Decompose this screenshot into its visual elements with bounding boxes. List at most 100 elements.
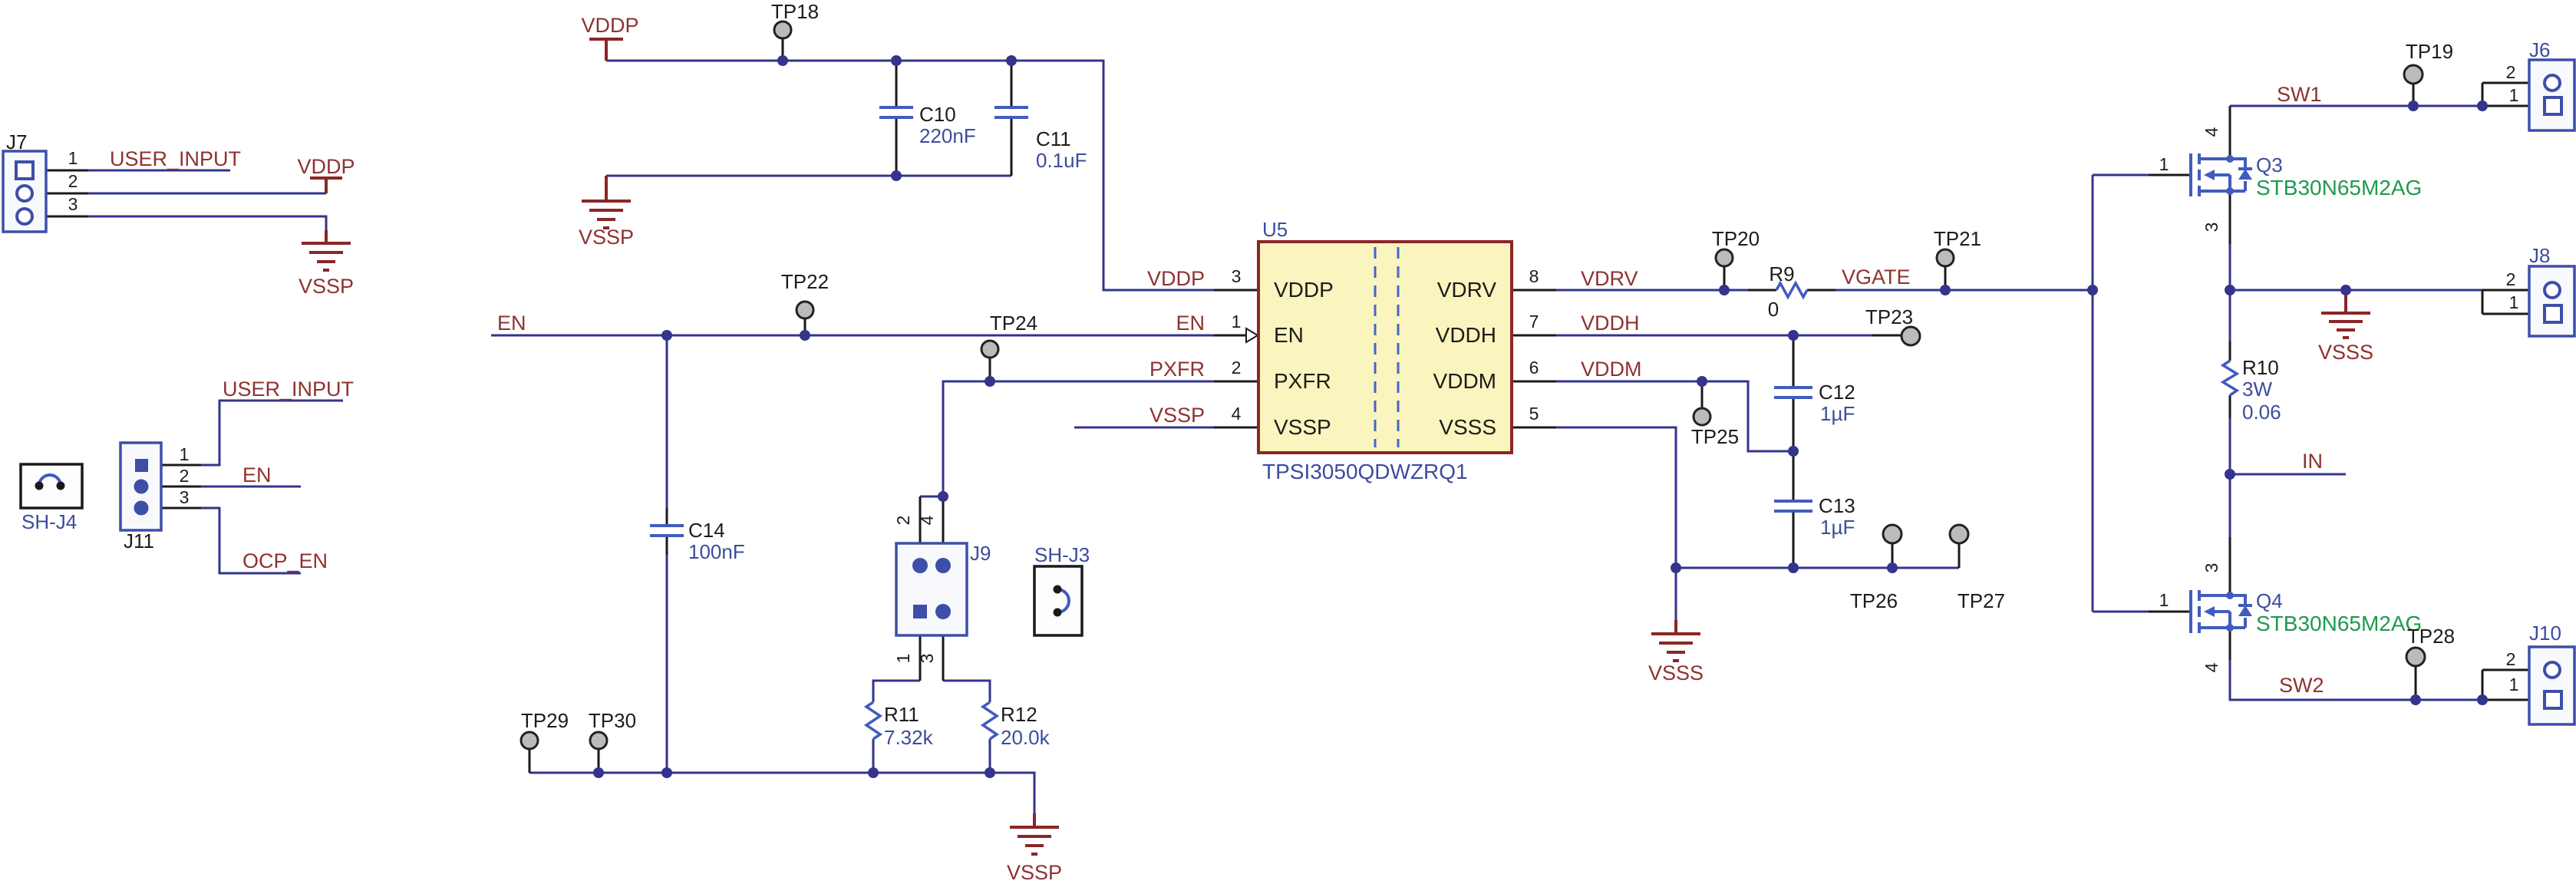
r9-value-label: 0 — [1768, 298, 1779, 321]
power-ground-symbols — [302, 38, 2370, 856]
j6-ref-label: J6 — [2529, 38, 2550, 61]
c14-ref-label: C14 — [688, 519, 725, 542]
c10-c11-leads — [895, 61, 1013, 176]
q4-pin-stubs — [2149, 537, 2231, 660]
j8-ref-label: J8 — [2529, 244, 2550, 267]
q4-gate-pin-number: 1 — [2159, 590, 2169, 610]
q4-part-label: STB30N65M2AG — [2256, 612, 2422, 635]
u5-right-pin-stubs — [1512, 289, 1556, 429]
tp20-label: TP20 — [1712, 227, 1760, 250]
r11-ref-label: R11 — [884, 703, 919, 726]
tp28-label: TP28 — [2407, 625, 2455, 648]
u5-left-pin-stubs — [1214, 289, 1258, 429]
j8-pin1-square-pad — [2543, 304, 2563, 324]
tp26-testpoint-icon — [1882, 523, 1903, 545]
tp29-testpoint-icon — [519, 731, 539, 750]
sh-j3-pin-dot — [1053, 608, 1062, 617]
capacitor-icon-c10 — [879, 106, 913, 119]
j8-pin2-number: 2 — [2506, 269, 2516, 289]
mosfet-icon-q4 — [2189, 590, 2252, 633]
resistor-icon-r11 — [863, 701, 883, 741]
u5-pin-name: PXFR — [1274, 369, 1331, 393]
u5-ref-label: U5 — [1262, 218, 1288, 241]
tp25-label: TP25 — [1691, 425, 1739, 448]
u5-pin-name: VDDH — [1436, 323, 1496, 347]
c12-ref-label: C12 — [1819, 381, 1855, 404]
u5-pin-name: VDDP — [1274, 278, 1334, 302]
sh-j3-shunt-body — [1033, 565, 1084, 637]
u5-part-label: TPSI3050QDWZRQ1 — [1262, 460, 1468, 483]
j11-pin2-number: 2 — [180, 466, 190, 486]
net-label-pxfr: PXFR — [1149, 358, 1205, 381]
u5-pin-number: 2 — [1232, 358, 1242, 378]
wire-r12-branch — [943, 679, 991, 773]
resistor-icon-r9 — [1775, 280, 1809, 300]
sh-j3-ref-label: SH-J3 — [1034, 543, 1090, 566]
connectors — [2, 58, 2576, 726]
net-label-vdrv: VDRV — [1581, 267, 1638, 290]
testpoint-stubs-left — [528, 38, 991, 773]
j7-pin1-number: 1 — [68, 148, 78, 168]
tp19-label: TP19 — [2406, 40, 2453, 63]
net-label-en: EN — [1176, 312, 1205, 335]
capacitor-icon-c13 — [1774, 500, 1812, 513]
tp25-testpoint-icon — [1692, 407, 1712, 427]
j10-pin1-number: 1 — [2509, 675, 2519, 694]
q4-source-pin-number: 4 — [2202, 662, 2221, 672]
wire-bottom-rail — [529, 771, 1036, 813]
wire-vddm — [1556, 380, 1793, 453]
tp23-testpoint-icon — [1900, 325, 1921, 347]
j8-connector-body — [2528, 265, 2576, 338]
tp19-testpoint-icon — [2403, 64, 2424, 85]
wire-pxfr — [942, 380, 1214, 496]
ground-icon-vssp-bottom — [1010, 813, 1059, 856]
j9-pin3-round-pad — [935, 604, 951, 619]
j9-connector-body — [895, 542, 968, 637]
j9-ref-label: J9 — [970, 542, 991, 565]
j9-pin3-number: 3 — [917, 654, 937, 664]
u5-pin-number: 3 — [1232, 266, 1242, 286]
j11-pin3-round-pad — [134, 500, 149, 516]
u5-pin-number: 1 — [1232, 312, 1242, 332]
tp23-label: TP23 — [1865, 305, 1913, 328]
q3-gate-pin-number: 1 — [2159, 154, 2169, 174]
j8-pin1-number: 1 — [2509, 292, 2519, 312]
ground-icon-vsss-right — [2321, 290, 2370, 339]
tp29-label: TP29 — [521, 709, 569, 732]
sh-j4-ref-label: SH-J4 — [21, 510, 77, 533]
j11-pin1-square-pad — [135, 459, 148, 472]
q3-ref-label: Q3 — [2256, 153, 2283, 176]
j11-pin3-number: 3 — [180, 487, 190, 507]
u5-pin-name: EN — [1274, 323, 1304, 347]
r11-value-label: 7.32k — [884, 726, 934, 749]
j10-ref-label: J10 — [2529, 622, 2561, 645]
tp18-testpoint-icon — [773, 20, 793, 40]
q3-drain-pin-number: 4 — [2202, 127, 2221, 137]
isolation-barrier-icon — [1374, 247, 1400, 447]
j11-pin2-round-pad — [134, 479, 149, 494]
c11-ref-label: C11 — [1036, 127, 1071, 150]
j9-pin4-round-pad — [935, 558, 951, 573]
wire-sw2 — [2228, 660, 2482, 701]
ground-icon-vssp-j7 — [302, 230, 351, 272]
u5-pin-number: 8 — [1529, 266, 1539, 286]
tp27-testpoint-icon — [1948, 523, 1970, 545]
net-label-vddh: VDDH — [1581, 312, 1640, 335]
wire-r11-branch — [872, 679, 920, 773]
q4-drain-pin-number: 3 — [2202, 563, 2221, 573]
j7-pin3-round-pad — [15, 207, 34, 226]
j6-pin2-round-pad — [2543, 74, 2561, 92]
j7-pin1-square-pad — [15, 160, 35, 180]
r9-ref-label: R9 — [1769, 262, 1794, 285]
c10-ref-label: C10 — [919, 103, 956, 126]
j9-pin2-number: 2 — [893, 516, 913, 526]
net-label-vssp: VSSP — [1149, 404, 1205, 427]
u5-pin-name: VSSS — [1439, 415, 1496, 439]
net-label-vssp: VSSP — [1007, 861, 1062, 884]
vddp-power-bar-icon — [589, 38, 623, 61]
net-label-user-input: USER_INPUT — [110, 147, 241, 170]
capacitor-icon-c11 — [994, 106, 1028, 119]
net-label-vssp: VSSP — [298, 275, 354, 298]
sh-j4-shunt-body — [19, 463, 84, 510]
